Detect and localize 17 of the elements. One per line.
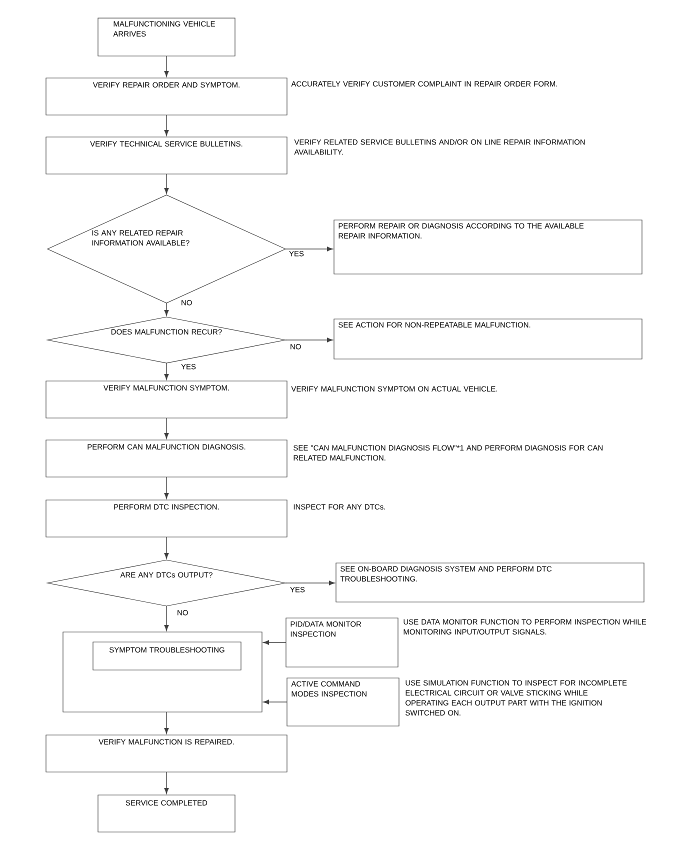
arrow: [164, 772, 169, 794]
arrow: [164, 174, 169, 194]
arrow: [164, 606, 169, 631]
container-box: [62, 632, 262, 712]
arrow: [164, 56, 169, 77]
arrow: [164, 114, 169, 136]
arrow: [164, 362, 169, 380]
arrow: [164, 302, 169, 316]
arrow: [164, 476, 169, 499]
arrow: [285, 338, 333, 342]
arrow: [263, 640, 286, 645]
arrow: [285, 246, 333, 252]
arrow: [164, 712, 169, 734]
arrow: [164, 536, 169, 559]
arrow: [285, 580, 335, 586]
arrow: [263, 700, 288, 704]
arrow: [164, 418, 169, 439]
